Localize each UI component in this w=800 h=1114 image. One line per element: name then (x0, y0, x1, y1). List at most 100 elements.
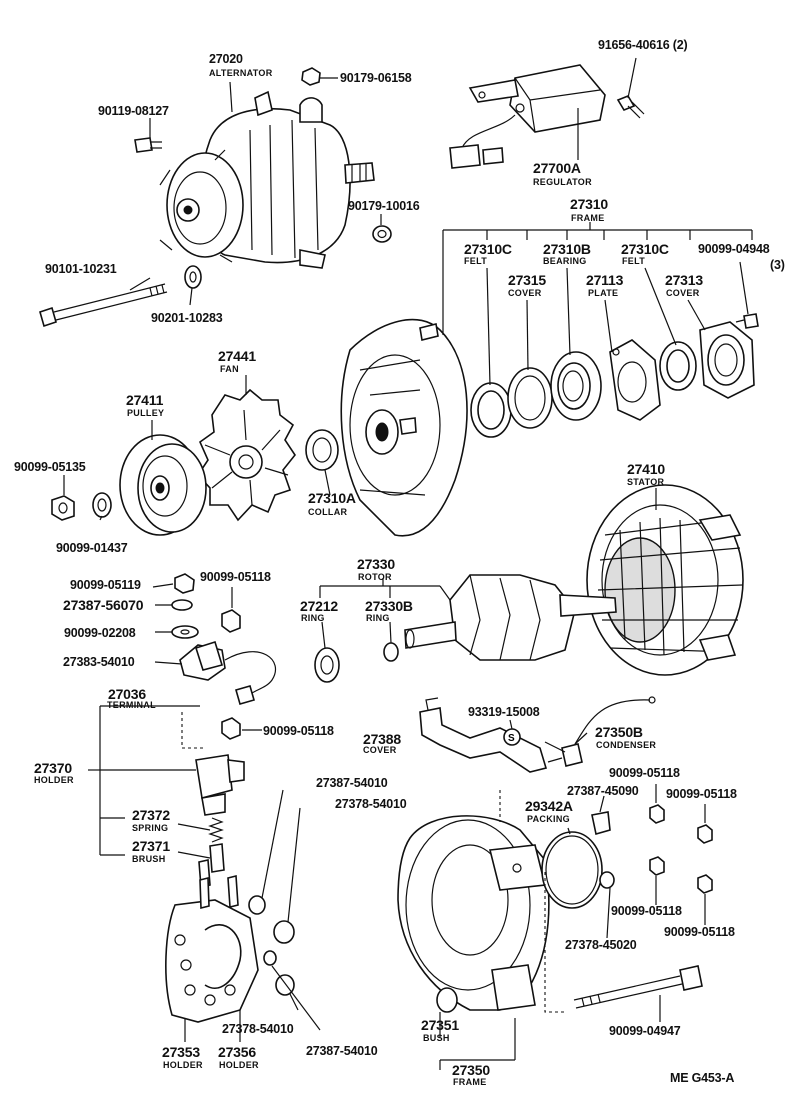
long-bolt-90099-04947-drawing (573, 965, 703, 1009)
svg-text:S: S (508, 733, 515, 744)
caption-alternator: ALTERNATOR (209, 68, 273, 78)
collar-27310A-drawing (305, 429, 339, 471)
label-27410: 27410 (627, 461, 665, 477)
caption-bearing: BEARING (543, 256, 587, 266)
label-27387-54010-b: 27387-54010 (306, 1044, 378, 1058)
caption-bush: BUSH (423, 1033, 450, 1043)
caption-stator: STATOR (627, 477, 665, 487)
caption-ring-27212: RING (301, 613, 325, 623)
condenser-27350B-drawing (547, 696, 656, 767)
washer-90099-02208-drawing (171, 625, 199, 639)
caption-frame-27310: FRAME (571, 213, 605, 223)
label-90119-08127: 90119-08127 (98, 104, 169, 118)
label-27310C-b: 27310C (621, 241, 669, 257)
label-90099-05118-a: 90099-05118 (200, 570, 271, 584)
label-27313: 27313 (665, 272, 703, 288)
label-27387-56070: 27387-56070 (63, 597, 144, 613)
caption-condenser: CONDENSER (596, 740, 657, 750)
nut-90099-05135-drawing (51, 495, 75, 521)
caption-collar: COLLAR (308, 507, 348, 517)
label-27387-45090: 27387-45090 (567, 784, 639, 798)
label-27310A: 27310A (308, 490, 356, 506)
terminal-27383-drawing (179, 640, 277, 705)
label-27350B: 27350B (595, 724, 643, 740)
bush-27351-drawing (436, 987, 458, 1013)
figure-code: ME G453-A (670, 1071, 735, 1085)
label-90099-05118-b: 90099-05118 (263, 724, 334, 738)
label-27212: 27212 (300, 598, 338, 614)
long-bolt-90101-drawing (39, 283, 168, 328)
caption-pulley: PULLEY (127, 408, 165, 418)
label-27700A: 27700A (533, 160, 581, 176)
nut-90179-06158-drawing (301, 67, 321, 86)
label-27411: 27411 (126, 392, 164, 408)
holder-27370-drawing (195, 754, 245, 816)
label-90101-10231: 90101-10231 (45, 262, 117, 276)
label-27372: 27372 (132, 807, 170, 823)
bearing-27310B-drawing (550, 351, 602, 421)
packing-29342A-drawing (541, 831, 603, 909)
felt-27310C-a-drawing (470, 382, 512, 438)
washer-90099-01437-drawing (92, 492, 112, 518)
label-27310C-a: 27310C (464, 241, 512, 257)
label-29342A: 29342A (525, 798, 573, 814)
label-27353: 27353 (162, 1044, 200, 1060)
label-90099-05118-e: 90099-05118 (611, 904, 682, 918)
holder-27353-drawing (165, 874, 259, 1023)
label-27310: 27310 (570, 196, 608, 212)
screw-93319-drawing: S (503, 728, 521, 746)
label-27371: 27371 (132, 838, 170, 854)
label-27378-54010-b: 27378-54010 (222, 1022, 294, 1036)
small-nuts-right-drawing (591, 804, 713, 894)
screw-91656-drawing (616, 95, 645, 119)
label-90099-04948: 90099-04948 (698, 242, 770, 256)
bolt-90119-drawing (134, 137, 162, 153)
caption-fan: FAN (220, 364, 239, 374)
label-90099-05118-d: 90099-05118 (666, 787, 737, 801)
ring-27330B-drawing (383, 642, 399, 662)
cover-27313-drawing (699, 321, 755, 399)
nut-90179-10016-drawing (372, 225, 392, 243)
caption-felt-a: FELT (464, 256, 488, 266)
leader-lines (63, 57, 753, 1070)
label-27356: 27356 (218, 1044, 256, 1060)
screw-90099-04948-drawing (735, 313, 759, 329)
rotor-27330-drawing (404, 574, 617, 661)
nut-90099-05118-b-drawing (221, 717, 241, 740)
label-27350: 27350 (452, 1062, 490, 1078)
stator-27410-drawing (586, 484, 744, 676)
washer-90201-drawing (184, 265, 202, 289)
spring-27372-drawing (208, 817, 224, 843)
regulator-drawing (449, 64, 606, 169)
caption-regulator: REGULATOR (533, 177, 592, 187)
label-27383-54010: 27383-54010 (63, 655, 135, 669)
label-27315: 27315 (508, 272, 546, 288)
label-90099-04947: 90099-04947 (609, 1024, 681, 1038)
label-27378-54010-a: 27378-54010 (335, 797, 407, 811)
label-90099-05135: 90099-05135 (14, 460, 86, 474)
caption-rotor: ROTOR (358, 572, 392, 582)
label-90099-05119: 90099-05119 (70, 578, 141, 592)
label-27310B: 27310B (543, 241, 591, 257)
label-90201-10283: 90201-10283 (151, 311, 223, 325)
insulators-27387-27378-drawing (248, 895, 295, 996)
caption-holder-27356: HOLDER (219, 1060, 259, 1070)
label-90099-05118-c: 90099-05118 (609, 766, 680, 780)
label-90099-05118-f: 90099-05118 (664, 925, 735, 939)
caption-terminal: TERMINAL (107, 700, 156, 710)
label-27441: 27441 (218, 348, 256, 364)
label-90179-06158: 90179-06158 (340, 71, 412, 85)
caption-ring-27330B: RING (366, 613, 390, 623)
caption-frame-27350: FRAME (453, 1077, 487, 1087)
caption-packing: PACKING (527, 814, 570, 824)
pulley-27411-drawing (119, 434, 207, 536)
label-27388: 27388 (363, 731, 401, 747)
label-27020: 27020 (209, 52, 243, 66)
frame-27350-drawing (397, 815, 550, 1011)
caption-cover-27388: COVER (363, 745, 397, 755)
qty-90099-04948: (3) (770, 258, 785, 272)
label-93319-15008: 93319-15008 (468, 705, 540, 719)
label-27330: 27330 (357, 556, 395, 572)
label-27036: 27036 (108, 686, 146, 702)
